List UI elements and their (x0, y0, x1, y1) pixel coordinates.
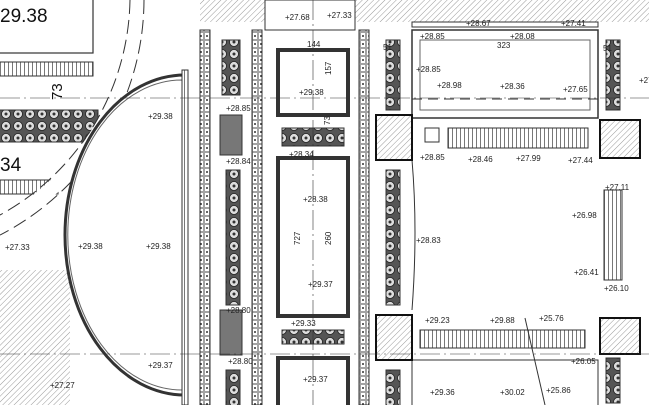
elevation-label: +25.86 (546, 386, 571, 395)
elevation-label: +29.36 (430, 388, 455, 397)
elevation-label: +27.33 (327, 11, 352, 20)
wall-hatch-left (0, 270, 70, 405)
elevation-label: +29.38 (299, 88, 324, 97)
elevation-label: +30.02 (500, 388, 525, 397)
elevation-label: +28.38 (303, 195, 328, 204)
pillar (599, 317, 641, 355)
elevation-label: +28.08 (510, 32, 535, 41)
elevation-label: +27.41 (561, 19, 586, 28)
elevation-label: +29.37 (308, 280, 333, 289)
dimension-label: 51 (603, 44, 612, 53)
elevation-label: +27.44 (568, 156, 593, 165)
elevation-label: +28.80 (226, 306, 251, 315)
elevation-label: +26.98 (572, 211, 597, 220)
elevation-label: +27.68 (285, 13, 310, 22)
elevation-label: +29.23 (425, 316, 450, 325)
elevation-label: +26.41 (574, 268, 599, 277)
elevation-label: +28.85 (420, 32, 445, 41)
elevation-label: +29.38 (78, 242, 103, 251)
elevation-label: +26.05 (571, 357, 596, 366)
elevation-label: +29.88 (490, 316, 515, 325)
elevation-label: +27.33 (5, 243, 30, 252)
dimension-label: 73 (323, 116, 332, 125)
elevation-label: +27 (639, 76, 649, 85)
elevation-label: +27.99 (516, 154, 541, 163)
elevation-label: +28.46 (468, 155, 493, 164)
elevation-label: +27.11 (605, 183, 630, 192)
elevation-label: +29.38 (148, 112, 173, 121)
elevation-label: +27.27 (50, 381, 75, 390)
pillar (375, 114, 413, 161)
elevation-label: +28.85 (226, 104, 251, 113)
pillar (375, 314, 413, 361)
elevation-label: 34 (0, 155, 22, 176)
dimension-label: 260 (324, 231, 333, 245)
elevation-label: +28.83 (416, 236, 441, 245)
dimension-label: 51 (383, 43, 392, 52)
elevation-label: +28.84 (226, 157, 251, 166)
elevation-label: +29.37 (148, 361, 173, 370)
elevation-label: +27.65 (563, 85, 588, 94)
elevation-label: +26.10 (604, 284, 629, 293)
dimension-label: 73 (49, 83, 66, 100)
elevation-label: +25.76 (539, 314, 564, 323)
elevation-label: +28.36 (500, 82, 525, 91)
elevation-label: +28.98 (437, 81, 462, 90)
elevation-label: +29.33 (291, 319, 316, 328)
pillar (599, 119, 641, 159)
elevation-label: +28.34 (289, 150, 314, 159)
dimension-label: 727 (293, 231, 302, 245)
elevation-label: +28.85 (416, 65, 441, 74)
elevation-label: +28.85 (420, 153, 445, 162)
elevation-label: +28.80 (228, 357, 253, 366)
elevation-label: 29.38 (0, 6, 48, 27)
elevation-label: +28.67 (466, 19, 491, 28)
dimension-label: 144 (307, 40, 321, 49)
dimension-label: 323 (497, 41, 511, 50)
dimension-label: 157 (324, 61, 333, 75)
elevation-label: +29.38 (146, 242, 171, 251)
elevation-label: +29.37 (303, 375, 328, 384)
